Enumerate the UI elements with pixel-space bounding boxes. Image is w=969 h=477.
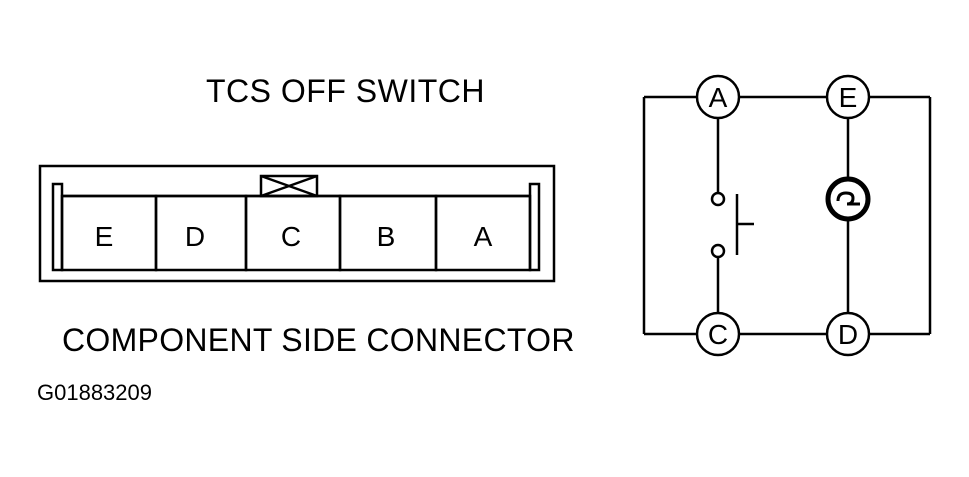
connector-caption: COMPONENT SIDE CONNECTOR <box>62 322 575 358</box>
indicator-lamp-icon <box>825 176 871 222</box>
latch-cross-b <box>260 174 318 198</box>
pin-label-a: A <box>474 221 493 252</box>
terminal-label-d: D <box>838 319 858 350</box>
terminal-label-c: C <box>708 319 728 350</box>
switch-contact-lower <box>710 243 726 259</box>
connector-pins <box>60 194 532 272</box>
pin-label-b: B <box>377 221 396 252</box>
terminal-label-a: A <box>709 82 728 113</box>
pin-label-d: D <box>185 221 205 252</box>
pin-label-c: C <box>281 221 301 252</box>
pin-label-e: E <box>95 221 114 252</box>
lamp-filament <box>836 191 860 206</box>
switch-contact-upper <box>710 191 726 207</box>
pin-cell-a <box>434 194 532 272</box>
connector-right-tab <box>528 182 541 272</box>
terminal-e-circle <box>825 74 871 120</box>
connector-pin-labels: E D C B A <box>95 221 493 252</box>
diagram-title: TCS OFF SWITCH <box>206 73 485 109</box>
schematic <box>642 74 932 357</box>
terminal-c-circle <box>695 311 741 357</box>
terminal-d-circle <box>825 311 871 357</box>
terminal-a-circle <box>695 74 741 120</box>
figure-code: G01883209 <box>37 380 152 405</box>
connector-left-tab <box>51 182 64 272</box>
connector-outer-shell <box>38 164 556 283</box>
terminal-labels: A E C D <box>708 82 858 350</box>
terminal-label-e: E <box>839 82 858 113</box>
